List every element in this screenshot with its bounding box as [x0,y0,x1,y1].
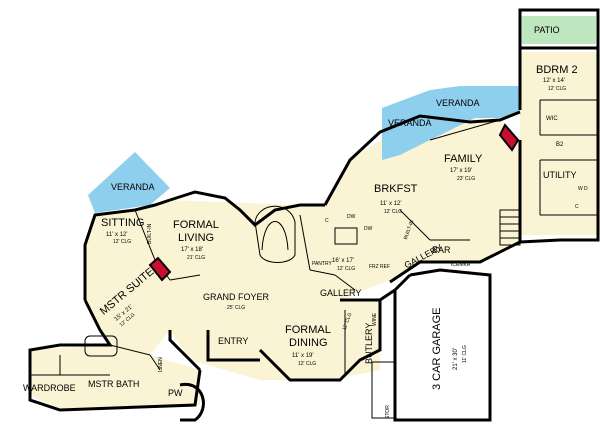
c-label-utility: C [575,204,579,210]
formal-living-clg: 21' CLG [187,255,205,261]
bar-label: BAR [432,245,451,255]
d-label: D [584,186,588,192]
butlery-label: BUTLERY [364,323,374,364]
garage-structure [371,268,492,422]
pw-label: PW [168,388,183,398]
linen-label: LINEN [158,357,164,372]
wardrobe-label: WARDROBE [23,383,76,393]
w-label: W [578,186,583,192]
formal-dining-clg: 12' CLG [298,361,316,367]
mstr-bath-label: MSTR BATH [88,379,139,389]
patio-fill [522,16,596,44]
kitchen-clg: 12' CLG [337,266,355,272]
sitting-label: SITTING [101,217,144,229]
veranda-mid-label: VERANDA [388,118,432,128]
brkfst-clg: 12' CLG [384,209,402,215]
clg-12-label: 12' CLG [342,312,354,331]
wine-label: WINE [372,312,378,326]
tub [84,335,118,357]
built-in-sitting-label: BUILT-IN [147,223,153,244]
formal-dining-label-2: DINING [289,337,328,349]
grand-foyer-clg: 25' CLG [227,305,245,311]
sitting-clg: 12' CLG [113,239,131,245]
formal-living-label-2: LIVING [178,232,214,244]
wic-label: WIC [546,116,558,122]
utility-label: UTILITY [543,170,577,180]
family-label: FAMILY [444,153,483,165]
formal-dining-label-1: FORMAL [285,324,331,336]
kitchen-island [334,227,358,245]
formal-living-label-1: FORMAL [173,219,219,231]
garage-clg: 11' CLG [462,345,468,363]
fireplace-master-icon [148,256,172,282]
fireplace-family-icon [498,123,520,152]
garage-label: 3 CAR GARAGE [431,307,443,390]
sitting-dims: 11' x 12' [106,232,128,238]
b2-label: B2 [556,142,564,148]
dw-label: DW [347,214,356,220]
kitchen-dims: 16' x 17' [332,258,354,264]
ref-label: REF [380,264,390,270]
walls [28,8,600,412]
bdrm2-dims: 12' x 14' [543,78,565,84]
grand-foyer-label: GRAND FOYER [203,292,270,302]
c-label-kitchen: C [325,218,329,224]
garage-dims: 21' x 30' [453,348,459,370]
bdrm2-label: BDRM 2 [536,64,578,76]
veranda-mid-fill [382,90,475,160]
brkfst-label: BRKFST [374,183,418,195]
formal-dining-dims: 11' x 19' [292,353,314,359]
icemkr-label: ICEMKR [451,262,471,268]
back-stair [499,209,521,246]
veranda-left-label: VERANDA [111,182,155,192]
pantry-label: PANTRY [312,261,332,267]
stor-label: STOR [385,405,391,419]
grand-stair [254,205,296,263]
frz-label: FRZ [369,264,379,270]
brkfst-dims: 11' x 12' [380,201,402,207]
powder-bay [179,383,205,422]
dw-label-2: DW [364,226,373,232]
entry-label: ENTRY [218,336,248,346]
veranda-right-label: VERANDA [436,98,480,108]
formal-living-dims: 17' x 18' [181,247,203,253]
veranda-right-fill [430,86,520,118]
veranda-left-fill [88,152,170,213]
patio-label: PATIO [534,25,560,35]
family-clg: 23' CLG [457,176,475,182]
family-dims: 17' x 19' [450,168,472,174]
bdrm2-clg: 12' CLG [548,86,566,92]
gallery-center-label: GALLERY [320,288,361,298]
